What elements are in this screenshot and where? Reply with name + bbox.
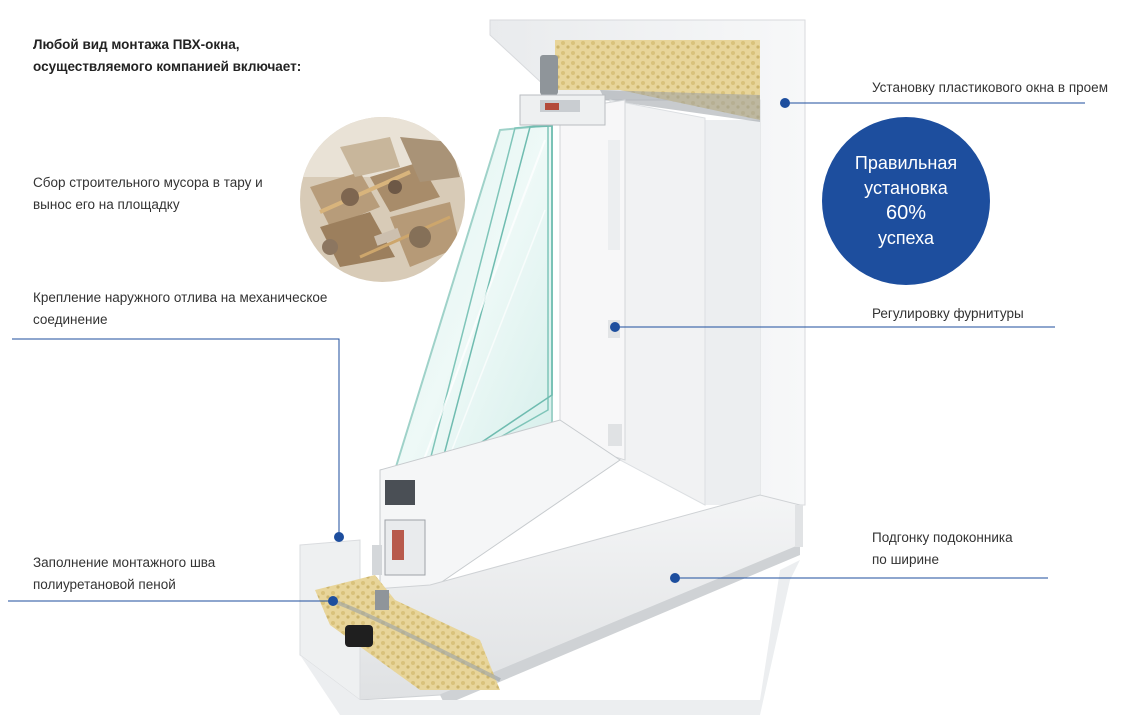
- label-window-installation: Установку пластикового окна в проем: [872, 77, 1134, 99]
- callout-dot-sill: [670, 573, 680, 583]
- callout-dot-install: [780, 98, 790, 108]
- construction-debris-photo: [300, 117, 465, 282]
- success-badge: Правильная установка 60% успеха: [822, 117, 990, 285]
- label-foam-line-1: Заполнение монтажного шва: [33, 555, 216, 570]
- label-foam-line-2: полиуретановой пеной: [33, 577, 176, 592]
- label-sill-line-1: Подгонку подоконника: [872, 530, 1013, 545]
- callout-dot-sill-exterior: [334, 532, 344, 542]
- label-exterior-sill-fastening: Крепление наружного отлива на механическ…: [33, 287, 353, 331]
- label-debris-removal: Сбор строительного мусора в тару и вынос…: [33, 172, 293, 216]
- label-sill-ext-line-1: Крепление наружного отлива на механическ…: [33, 290, 328, 305]
- label-install-line-1: Установку пластикового окна в проем: [872, 80, 1108, 95]
- label-sill-line-2: по ширине: [872, 552, 939, 567]
- label-fittings-line-1: Регулировку фурнитуры: [872, 306, 1024, 321]
- callout-dot-foam: [328, 596, 338, 606]
- label-sill-ext-line-2: соединение: [33, 312, 108, 327]
- label-foam-filling: Заполнение монтажного шва полиуретановой…: [33, 552, 253, 596]
- label-sill-fitting: Подгонку подоконника по ширине: [872, 527, 1072, 571]
- label-debris-line-1: Сбор строительного мусора в тару и: [33, 175, 263, 190]
- callout-dot-fittings: [610, 322, 620, 332]
- badge-percent: 60%: [885, 202, 927, 224]
- badge-line-4: успеха: [878, 228, 934, 248]
- intro-line-1: Любой вид монтажа ПВХ-окна,: [33, 37, 240, 52]
- label-fittings-adjustment: Регулировку фурнитуры: [872, 303, 1072, 325]
- intro-line-2: осуществляемого компанией включает:: [33, 59, 302, 74]
- badge-line-1: Правильная: [854, 153, 958, 173]
- intro-heading: Любой вид монтажа ПВХ-окна, осуществляем…: [33, 34, 333, 78]
- label-debris-line-2: вынос его на площадку: [33, 197, 180, 212]
- badge-line-2: установка: [864, 178, 948, 198]
